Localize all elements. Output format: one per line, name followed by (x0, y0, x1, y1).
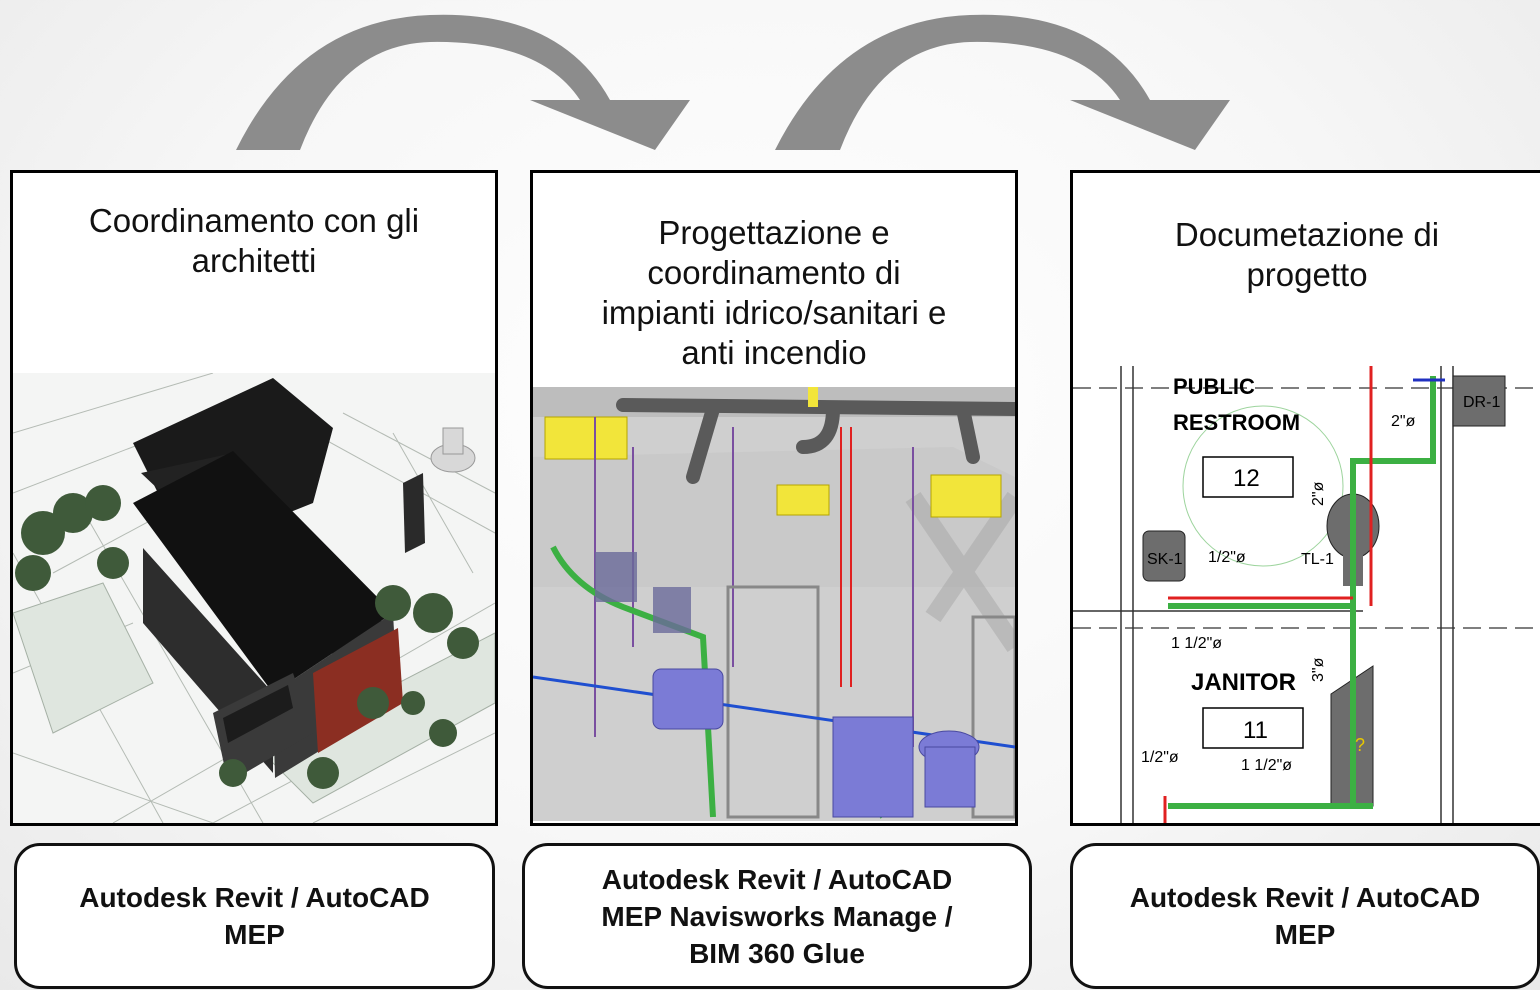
fixture-tag-sk1: SK-1 (1147, 551, 1183, 568)
pipe-size-label: 1/2"ø (1208, 549, 1246, 566)
tool-box-1: Autodesk Revit / AutoCAD MEP (14, 843, 495, 989)
room-number-11: 11 (1243, 717, 1268, 744)
panel-mep-design: Progettazione e coordinamento di impiant… (530, 170, 1018, 826)
plumbing-floor-plan-image: PUBLIC RESTROOM 12 JANITOR 11 DR-1 SK-1 … (1073, 366, 1540, 823)
fixture-tag-tl1: TL-1 (1301, 551, 1334, 568)
pipe-size-label: 2"ø (1391, 413, 1416, 430)
tool-box-3: Autodesk Revit / AutoCAD MEP (1070, 843, 1540, 989)
panel-title: Documetazione di progetto (1174, 216, 1440, 293)
flow-arrow-2 (775, 14, 1230, 150)
pipe-size-label: 1 1/2"ø (1171, 635, 1222, 652)
pipe-size-label: 1 1/2"ø (1241, 757, 1292, 774)
tool-box-2: Autodesk Revit / AutoCAD MEP Navisworks … (522, 843, 1032, 989)
tool-label: Autodesk Revit / AutoCAD MEP Navisworks … (601, 863, 953, 969)
fixture-tag-dr1: DR-1 (1463, 394, 1500, 411)
room-name-restroom: RESTROOM (1173, 410, 1300, 435)
unknown-marker: ? (1355, 735, 1365, 755)
tool-label: Autodesk Revit / AutoCAD MEP (1129, 882, 1481, 950)
room-name-public: PUBLIC (1173, 374, 1255, 399)
pipe-size-label: 3"ø (1310, 657, 1327, 682)
panel-documentation: Documetazione di progetto PUBLIC RESTROO… (1070, 170, 1540, 826)
room-name-janitor: JANITOR (1191, 669, 1296, 696)
panel-title: Coordinamento con gli architetti (88, 202, 420, 279)
panel-architects: Coordinamento con gli architetti (10, 170, 498, 826)
room-number-12: 12 (1233, 465, 1260, 492)
tool-label: Autodesk Revit / AutoCAD MEP (79, 882, 430, 950)
pipe-size-label: 2"ø (1310, 481, 1327, 506)
pipe-size-label: 1/2"ø (1141, 749, 1179, 766)
plumbing-3d-image (533, 387, 1015, 821)
flow-arrow-1 (236, 14, 690, 150)
building-3d-image (13, 373, 495, 823)
panel-title: Progettazione e coordinamento di impiant… (601, 214, 947, 371)
